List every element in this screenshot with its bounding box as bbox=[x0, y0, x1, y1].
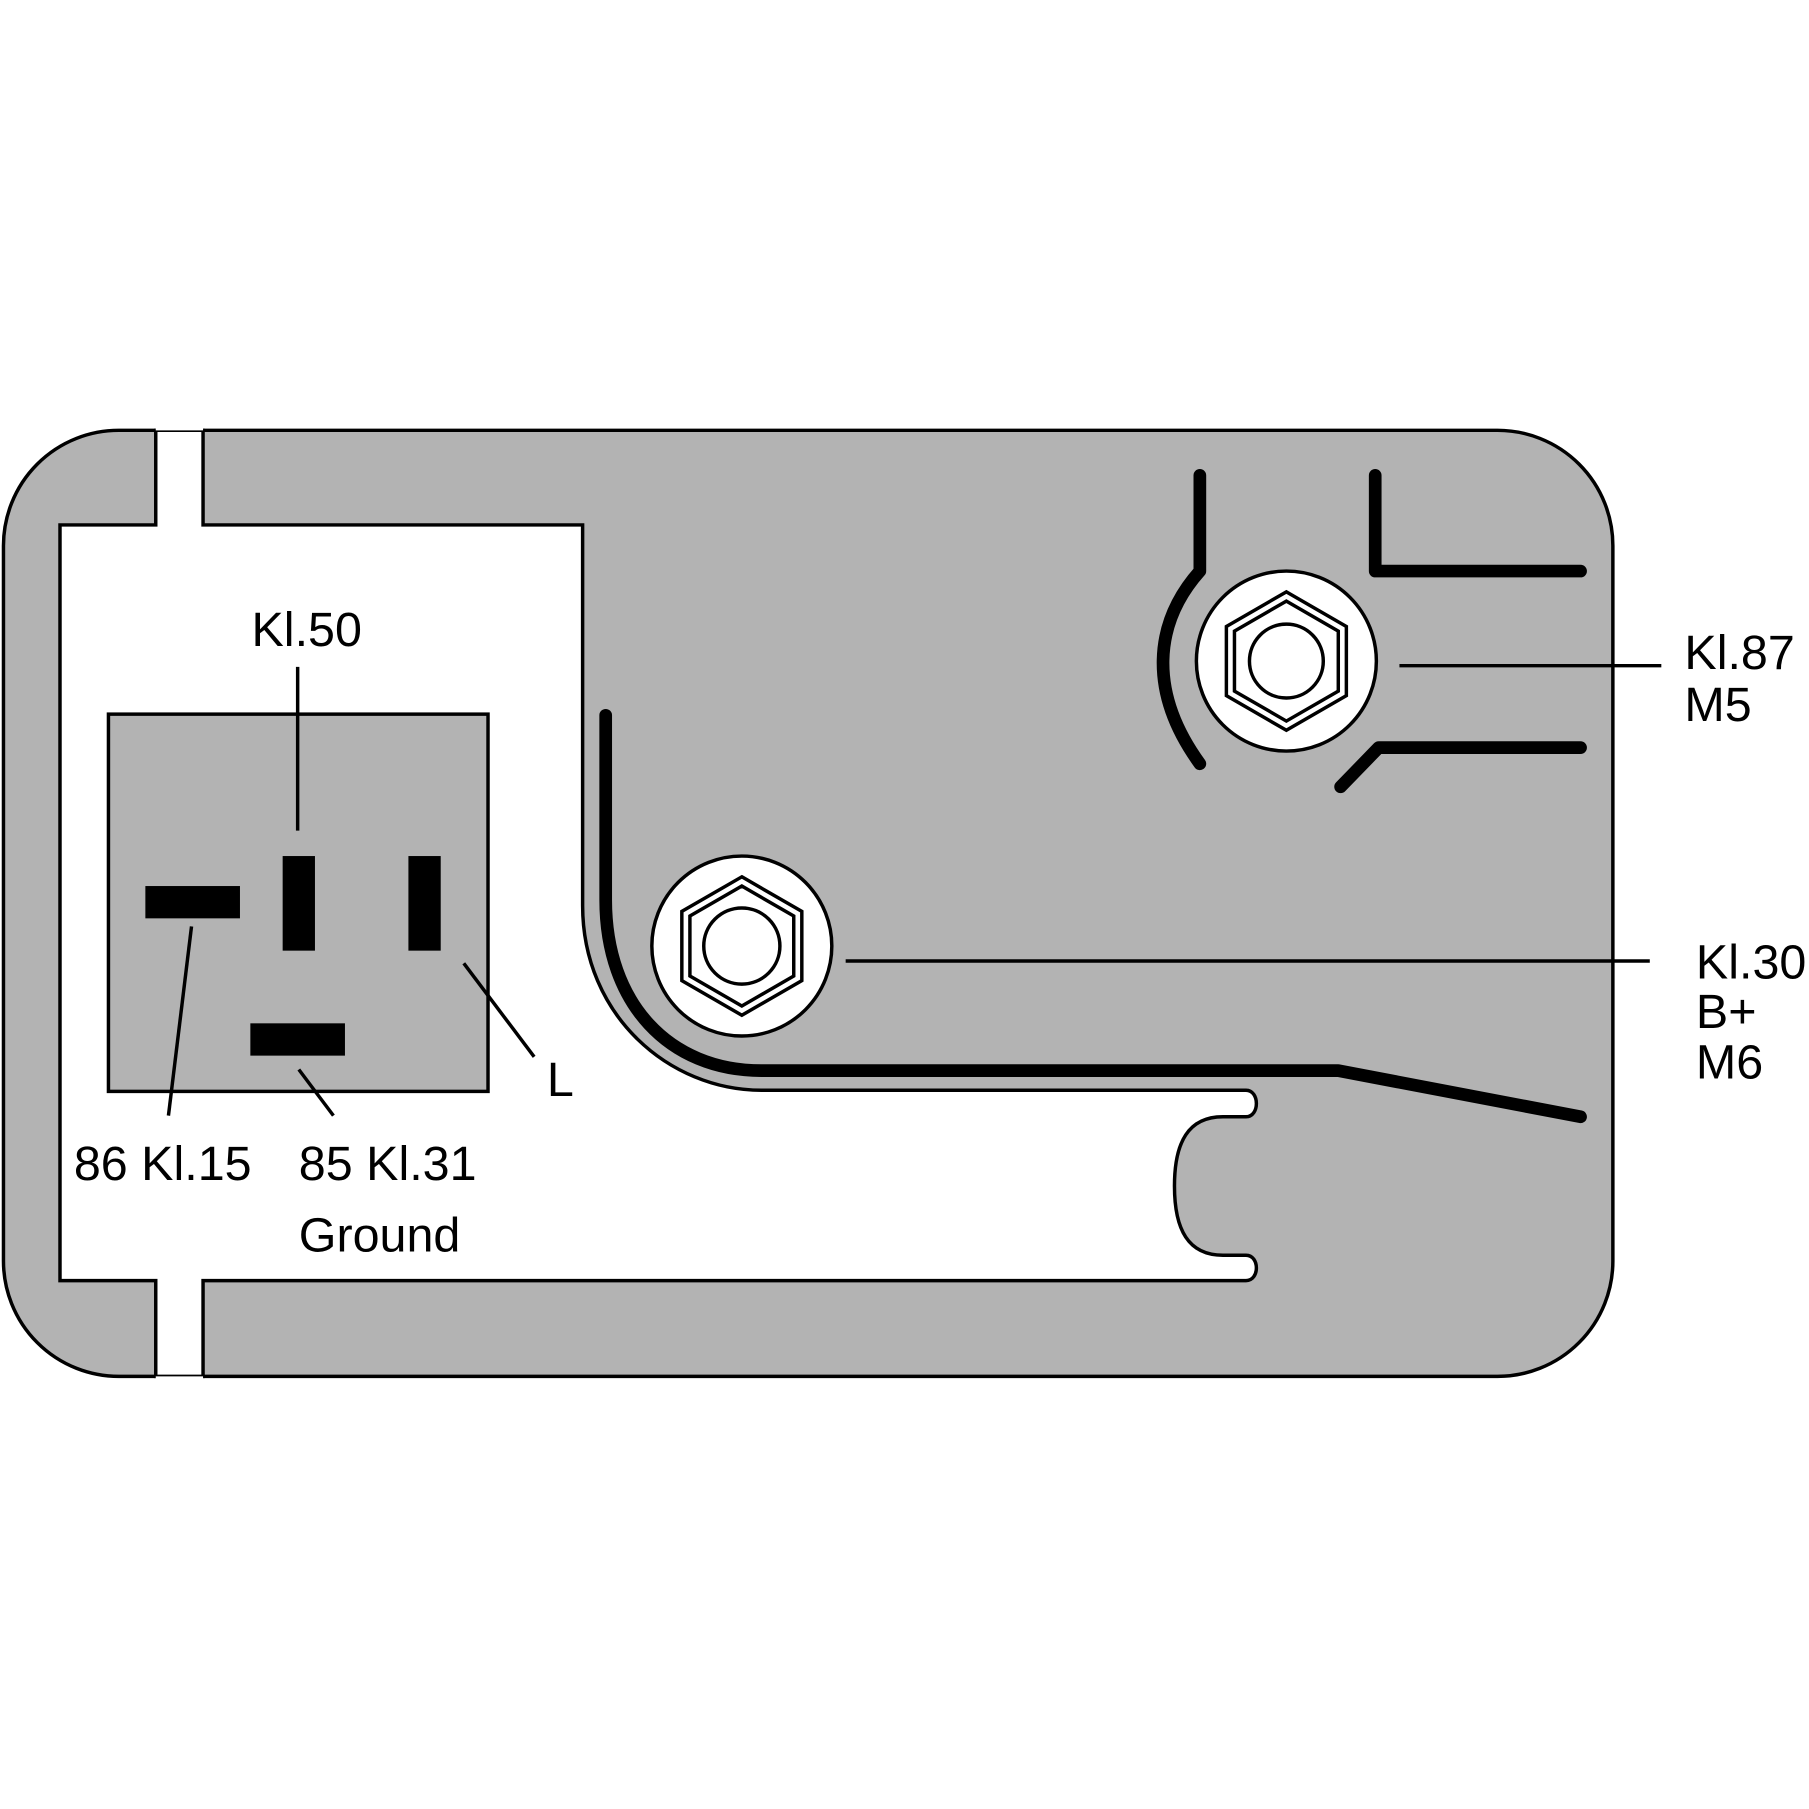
label-kl31: 85 Kl.31 bbox=[299, 1137, 477, 1191]
label-ground: Ground bbox=[299, 1209, 461, 1263]
plug-connector bbox=[106, 712, 490, 1094]
label-kl15: 86 Kl.15 bbox=[74, 1137, 252, 1191]
pin-86 bbox=[145, 886, 240, 919]
label-kl50: Kl.50 bbox=[252, 603, 362, 657]
pin-85 bbox=[250, 1023, 345, 1056]
pin-50 bbox=[282, 856, 315, 951]
busbars bbox=[599, 468, 1587, 1124]
label-b-plus: B+ bbox=[1696, 985, 1757, 1039]
label-m6: M6 bbox=[1696, 1036, 1763, 1090]
nut-m5-icon bbox=[1194, 569, 1379, 753]
label-l: L bbox=[547, 1053, 574, 1107]
nut-m6-icon bbox=[650, 854, 834, 1038]
leader-lines bbox=[166, 663, 1662, 1117]
pin-l bbox=[408, 856, 441, 951]
label-m5: M5 bbox=[1684, 678, 1751, 732]
label-kl87: Kl.87 bbox=[1684, 626, 1794, 680]
label-kl30: Kl.30 bbox=[1696, 935, 1806, 989]
white-mounting-area bbox=[58, 428, 1259, 1379]
